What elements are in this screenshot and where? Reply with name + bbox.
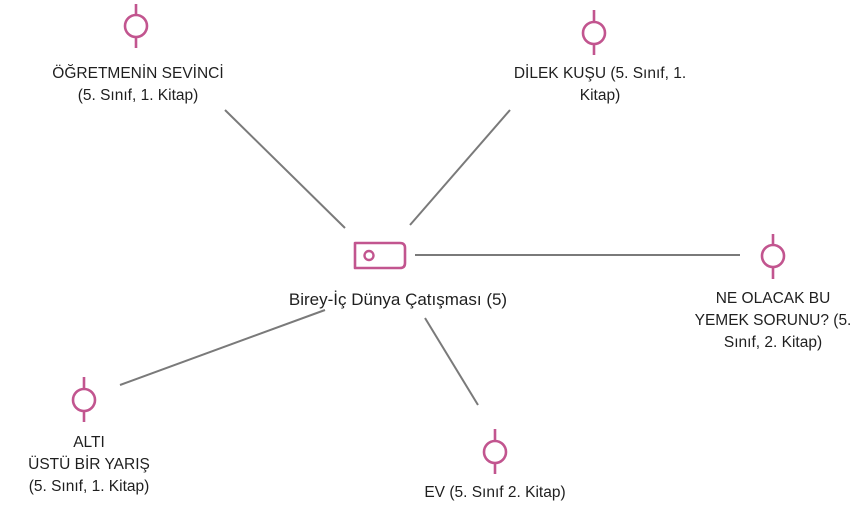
- node-label-alti-ustu-bir-yaris: ALTI ÜSTÜ BİR YARIŞ (5. Sınıf, 1. Kitap): [0, 432, 178, 498]
- node-title-cont: ÜSTÜ BİR YARIŞ: [28, 456, 150, 473]
- connector-line-2: [409, 109, 511, 226]
- pin-icon: [482, 429, 508, 474]
- connector-line-5: [424, 317, 479, 406]
- node-title: DİLEK KUŞU (5. Sınıf, 1.: [513, 65, 687, 82]
- pin-icon: [71, 377, 97, 422]
- pin-icon: [581, 10, 607, 55]
- node-title-cont: YEMEK SORUNU? (5.: [694, 312, 852, 329]
- tag-icon: [353, 241, 407, 270]
- node-source: (5. Sınıf, 1. Kitap): [28, 478, 150, 495]
- node-label-ev: EV (5. Sınıf 2. Kitap): [375, 482, 615, 504]
- pin-icon: [123, 4, 149, 48]
- center-concept-text: Birey-İç Dünya Çatışması (5): [288, 290, 508, 309]
- connector-line-1: [224, 109, 346, 229]
- node-source: Kitap): [579, 87, 621, 104]
- node-title: ÖĞRETMENİN SEVİNCİ: [52, 65, 224, 82]
- connector-line-4: [119, 309, 326, 386]
- node-source: Sınıf, 2. Kitap): [723, 334, 823, 351]
- node-source: (5. Sınıf, 1. Kitap): [77, 87, 199, 104]
- node-title: EV (5. Sınıf 2. Kitap): [424, 484, 566, 501]
- node-label-ogretmenin-sevinci: ÖĞRETMENİN SEVİNCİ (5. Sınıf, 1. Kitap): [8, 63, 268, 107]
- center-concept-label: Birey-İç Dünya Çatışması (5): [248, 289, 548, 311]
- node-title: ALTI: [73, 434, 105, 451]
- pin-icon: [760, 234, 786, 279]
- node-title: NE OLACAK BU: [715, 290, 831, 307]
- node-label-ne-olacak-bu-yemek-sorunu: NE OLACAK BU YEMEK SORUNU? (5. Sınıf, 2.…: [680, 288, 866, 354]
- node-label-dilek-kusu: DİLEK KUŞU (5. Sınıf, 1. Kitap): [470, 63, 730, 107]
